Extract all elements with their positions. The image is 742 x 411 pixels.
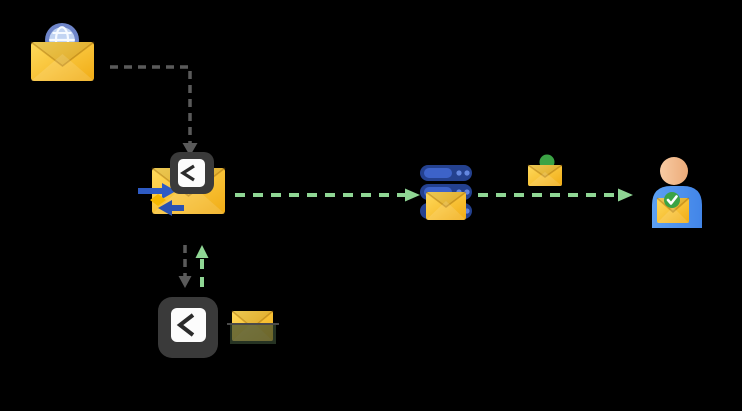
arrow-scanner-to-filter — [195, 245, 209, 287]
envelope-icon — [527, 164, 563, 186]
arrow-internet-to-filter — [105, 60, 205, 160]
sync-arrows-icon — [138, 183, 184, 216]
node-clean-mail — [524, 148, 566, 188]
app-logo-icon — [170, 152, 214, 194]
envelope-icon — [425, 191, 467, 220]
app-logo-icon — [158, 297, 218, 358]
envelope-scanned-half — [230, 324, 276, 344]
arrow-filter-to-scanner — [178, 245, 192, 288]
envelope-icon — [231, 310, 274, 324]
node-recipient — [648, 152, 706, 230]
node-content-scanner — [156, 294, 220, 360]
envelope-icon — [30, 41, 95, 81]
arrow-server-to-recipient — [473, 185, 638, 205]
node-internet-mail — [28, 18, 98, 84]
node-mail-server — [418, 162, 476, 222]
node-scanned-mail — [226, 300, 280, 346]
node-filter-app — [136, 148, 228, 218]
arrows-filter-scanner — [175, 240, 215, 300]
check-badge-icon — [664, 192, 680, 208]
arrow-filter-to-server — [230, 185, 425, 205]
